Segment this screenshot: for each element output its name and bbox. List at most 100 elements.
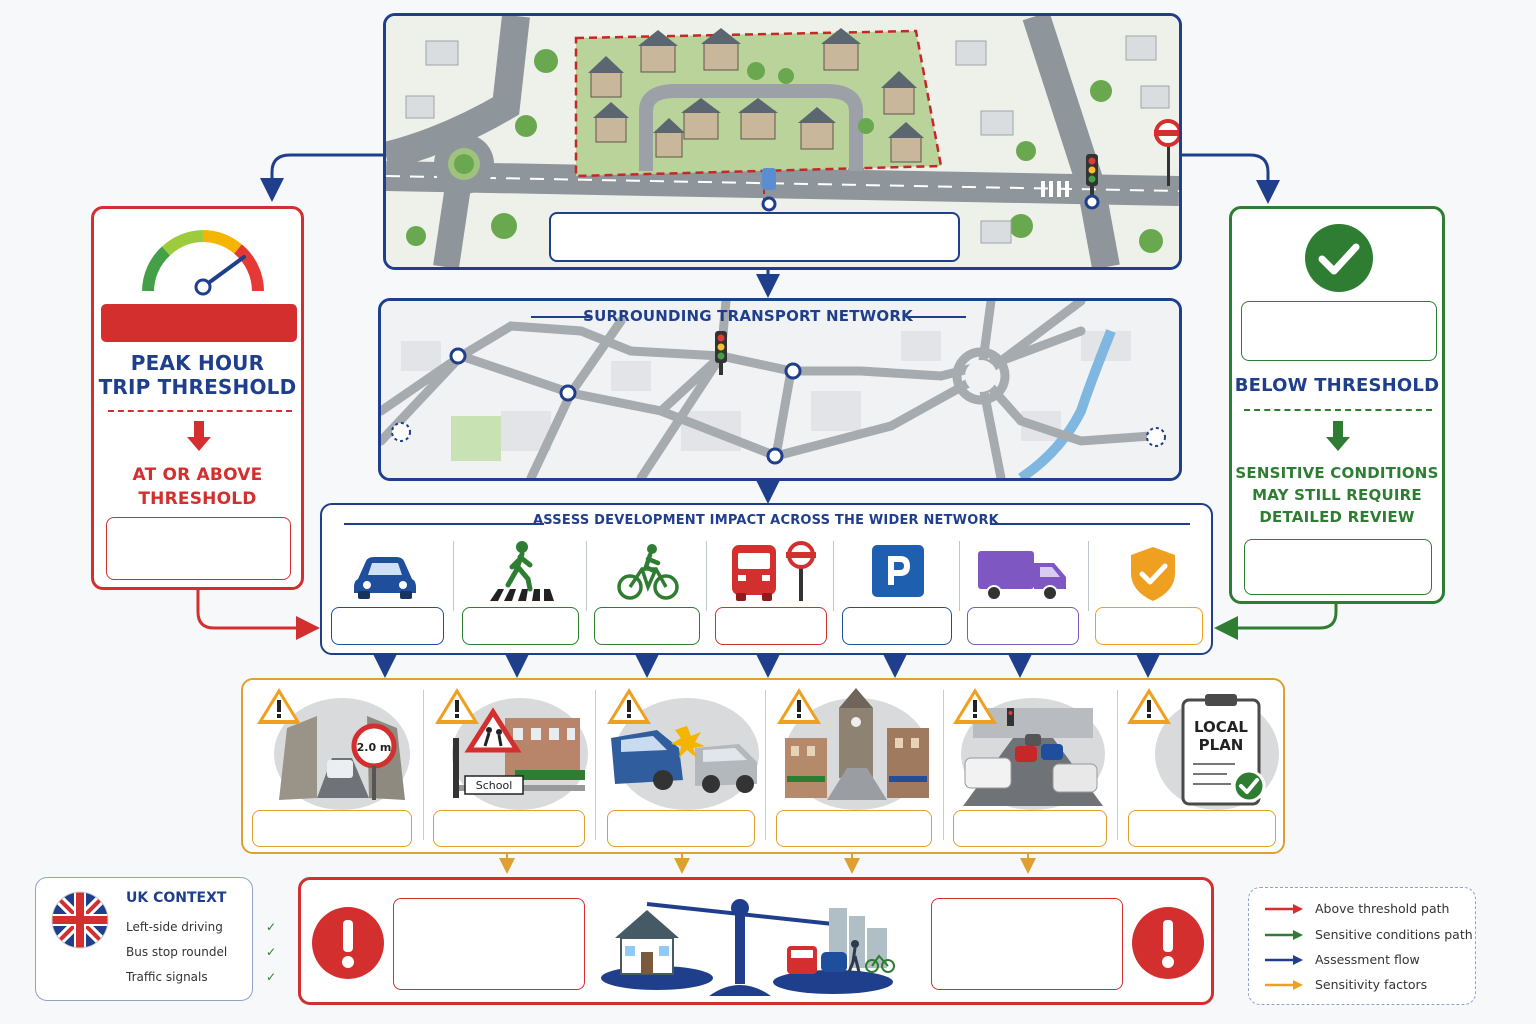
mode-divider bbox=[453, 541, 454, 611]
sensitive-note-line1: SENSITIVE CONDITIONS bbox=[1232, 464, 1442, 482]
assess-impact-panel: ASSESS DEVELOPMENT IMPACT ACROSS THE WID… bbox=[320, 503, 1213, 655]
factor-divider bbox=[1117, 690, 1118, 840]
factor-label-box bbox=[776, 810, 932, 847]
alert-right-icon bbox=[1131, 906, 1205, 980]
legend-label: Sensitive conditions path bbox=[1315, 927, 1473, 942]
map-caption-box bbox=[549, 212, 960, 262]
factor-divider bbox=[423, 690, 424, 840]
parking-icon bbox=[872, 545, 924, 597]
local-plan-text-2: PLAN bbox=[1199, 736, 1244, 754]
mode-divider bbox=[833, 541, 834, 611]
below-threshold-box bbox=[1244, 539, 1432, 595]
legend-item-sensitivity-factors: Sensitivity factors bbox=[1265, 977, 1427, 992]
mode-label-box bbox=[462, 607, 579, 645]
map-to-right-arrow bbox=[1182, 155, 1268, 198]
network-title-rule-right bbox=[906, 316, 966, 318]
above-threshold-line2: THRESHOLD bbox=[94, 489, 301, 509]
uk-context-item: Bus stop roundel ✓ bbox=[126, 945, 276, 959]
width-restriction-icon: 2.0 m bbox=[257, 688, 412, 810]
legend-item-above-threshold: Above threshold path bbox=[1265, 901, 1449, 916]
factor-label-box bbox=[433, 810, 585, 847]
factor-divider bbox=[595, 690, 596, 840]
left-divider bbox=[108, 410, 292, 412]
below-threshold-panel: BELOW THRESHOLD SENSITIVE CONDITIONS MAY… bbox=[1229, 206, 1445, 604]
navy-arrow-icon bbox=[1265, 955, 1303, 965]
down-arrow-green-icon bbox=[1326, 421, 1350, 453]
pedestrian-crossing-icon bbox=[484, 539, 554, 603]
uk-flag-icon bbox=[50, 890, 110, 950]
sensitivity-to-decision-arrows bbox=[507, 854, 1028, 870]
legend-box: Above threshold path Sensitive condition… bbox=[1248, 887, 1476, 1005]
peak-hour-title-line1: PEAK HOUR bbox=[94, 351, 301, 375]
sensitive-note-line2: MAY STILL REQUIRE bbox=[1232, 486, 1442, 504]
network-title: SURROUNDING TRANSPORT NETWORK bbox=[581, 307, 915, 325]
factor-divider bbox=[765, 690, 766, 840]
red-arrow-icon bbox=[1265, 904, 1303, 914]
mode-divider bbox=[586, 541, 587, 611]
check-icon: ✓ bbox=[266, 970, 276, 984]
surrounding-network-panel: SURROUNDING TRANSPORT NETWORK bbox=[378, 298, 1182, 481]
mode-label-box bbox=[967, 607, 1079, 645]
green-arrow-icon bbox=[1265, 930, 1303, 940]
uk-context-item-label: Left-side driving bbox=[126, 920, 223, 934]
school-sign-icon: School bbox=[435, 688, 590, 810]
mode-divider bbox=[1088, 541, 1089, 611]
above-threshold-box bbox=[106, 517, 291, 580]
legend-label: Above threshold path bbox=[1315, 901, 1449, 916]
mode-divider bbox=[959, 541, 960, 611]
width-sign-text: 2.0 m bbox=[357, 741, 392, 754]
below-threshold-top-box bbox=[1241, 301, 1437, 361]
below-threshold-title: BELOW THRESHOLD bbox=[1232, 375, 1442, 396]
factor-label-box bbox=[1128, 810, 1276, 847]
uk-context-item: Left-side driving ✓ bbox=[126, 920, 276, 934]
assess-to-sensitivity-arrows bbox=[385, 656, 1148, 672]
historic-town-centre-icon bbox=[777, 688, 932, 810]
uk-context-title: UK CONTEXT bbox=[126, 890, 226, 906]
collision-icon bbox=[607, 688, 762, 810]
school-sign-text: School bbox=[476, 779, 513, 792]
congestion-icon bbox=[953, 688, 1108, 810]
check-icon: ✓ bbox=[266, 945, 276, 959]
left-to-assess-arrow bbox=[198, 590, 314, 628]
mode-label-box bbox=[331, 607, 444, 645]
peak-hour-title-line2: TRIP THRESHOLD bbox=[94, 375, 301, 399]
mode-divider bbox=[706, 541, 707, 611]
legend-item-assessment-flow: Assessment flow bbox=[1265, 952, 1420, 967]
uk-context-item-label: Bus stop roundel bbox=[126, 945, 227, 959]
right-to-assess-arrow bbox=[1220, 604, 1336, 628]
uk-context-item: Traffic signals ✓ bbox=[126, 970, 276, 984]
legend-label: Sensitivity factors bbox=[1315, 977, 1427, 992]
alert-left-icon bbox=[311, 906, 385, 980]
factor-divider bbox=[943, 690, 944, 840]
assess-title-rule-left bbox=[344, 523, 544, 525]
factor-label-box bbox=[953, 810, 1107, 847]
uk-context-item-label: Traffic signals bbox=[126, 970, 208, 984]
factor-label-box bbox=[607, 810, 755, 847]
assess-title-text: ASSESS DEVELOPMENT IMPACT ACROSS THE WID… bbox=[533, 513, 999, 528]
mode-label-box bbox=[842, 607, 952, 645]
factor-label-box bbox=[252, 810, 412, 847]
amber-arrow-icon bbox=[1265, 980, 1303, 990]
decision-left-box bbox=[393, 898, 585, 990]
development-site-map-panel bbox=[383, 13, 1182, 270]
bus-stop-icon bbox=[730, 539, 820, 603]
local-plan-text-1: LOCAL bbox=[1194, 718, 1248, 736]
green-check-icon bbox=[1304, 223, 1374, 293]
sensitivity-factors-panel: 2.0 m School bbox=[241, 678, 1285, 854]
legend-item-sensitive-conditions: Sensitive conditions path bbox=[1265, 927, 1473, 942]
assess-title: ASSESS DEVELOPMENT IMPACT ACROSS THE WID… bbox=[522, 513, 1010, 528]
balance-scale-icon bbox=[597, 886, 921, 1002]
above-threshold-panel: PEAK HOUR TRIP THRESHOLD AT OR ABOVE THR… bbox=[91, 206, 304, 590]
mode-label-box bbox=[1095, 607, 1203, 645]
down-arrow-red-icon bbox=[187, 421, 211, 453]
right-divider bbox=[1244, 409, 1432, 411]
above-threshold-line1: AT OR ABOVE bbox=[94, 465, 301, 485]
decision-panel bbox=[298, 877, 1214, 1005]
car-icon bbox=[352, 545, 418, 601]
network-map-illustration bbox=[381, 301, 1179, 478]
check-icon: ✓ bbox=[266, 920, 276, 934]
uk-context-box: UK CONTEXT Left-side driving✓ Bus stop r… bbox=[35, 877, 253, 1001]
safety-shield-icon bbox=[1127, 545, 1179, 603]
threshold-bar bbox=[101, 304, 297, 342]
decision-right-box bbox=[931, 898, 1123, 990]
